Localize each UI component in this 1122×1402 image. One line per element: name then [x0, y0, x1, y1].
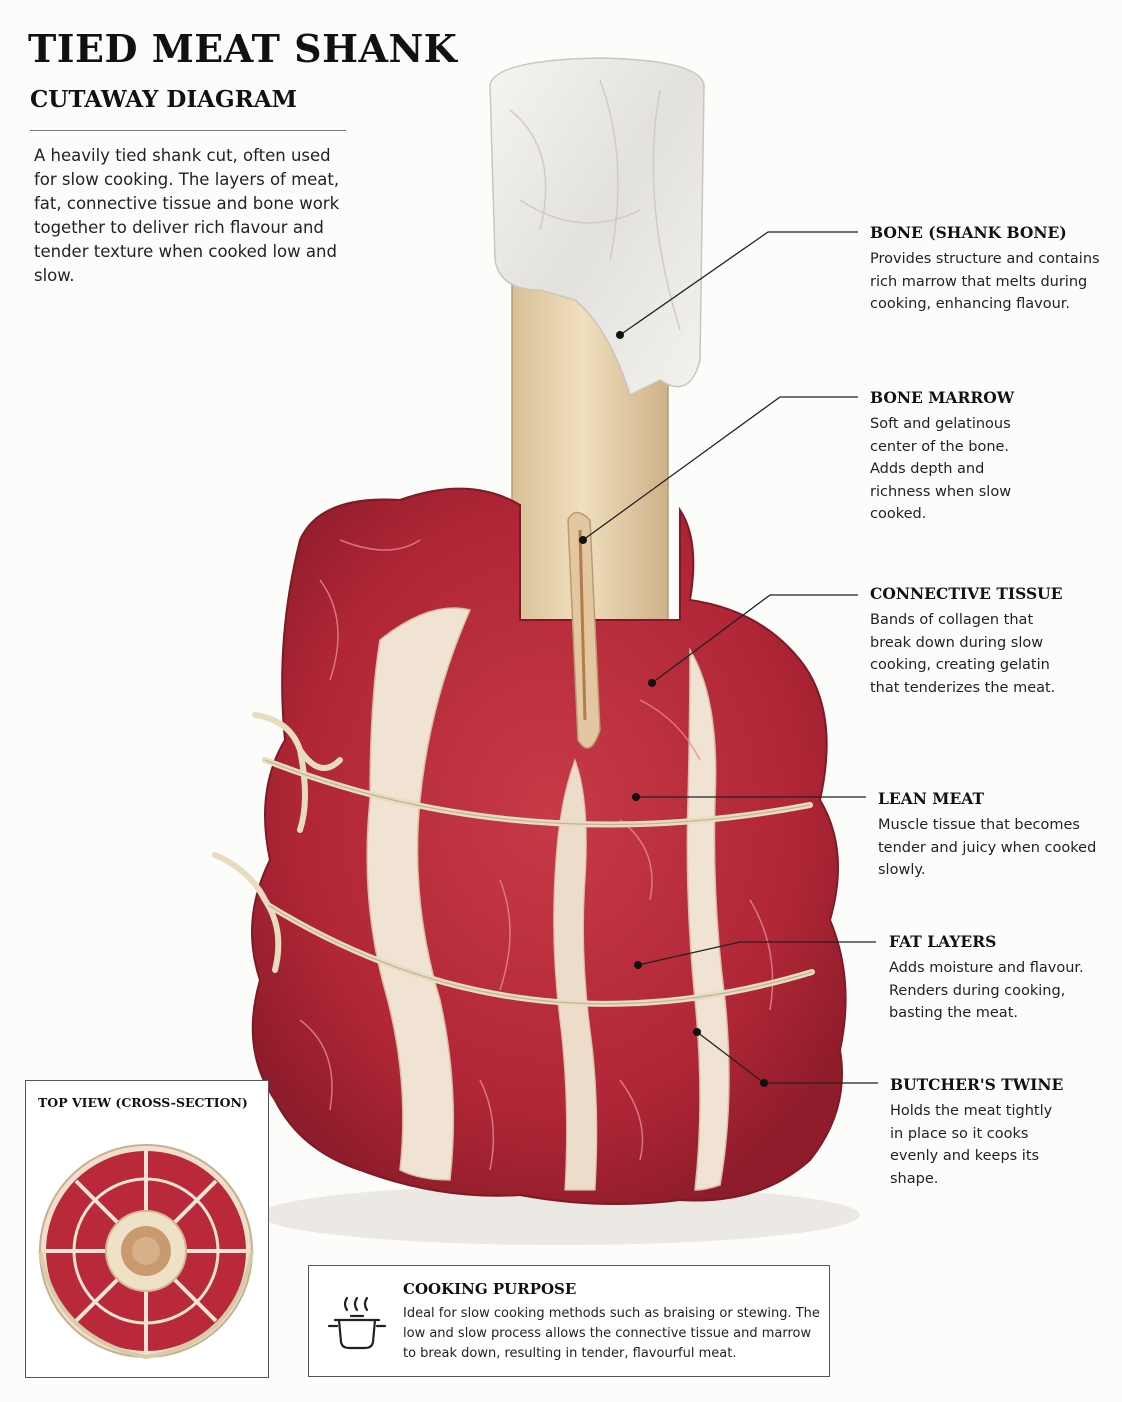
- callout-marrow-text: Soft and gelatinous center of the bone. …: [870, 416, 1012, 522]
- fat-band-mid: [553, 758, 598, 1191]
- intro-text: A heavily tied shank cut, often used for…: [34, 146, 340, 285]
- fat-band-left: [366, 607, 472, 1181]
- callout-lean-title: LEAN MEAT: [878, 789, 984, 808]
- cooking-purpose-title: COOKING PURPOSE: [403, 1280, 577, 1298]
- page-subtitle: CUTAWAY DIAGRAM: [30, 86, 298, 113]
- cross-section-illustration: [38, 1144, 254, 1360]
- cooking-purpose-panel: COOKING PURPOSE Ideal for slow cooking m…: [308, 1265, 830, 1377]
- page-title: TIED MEAT SHANK: [28, 26, 458, 71]
- callout-connective-title: CONNECTIVE TISSUE: [870, 584, 1063, 603]
- leader-bone: [619, 231, 858, 336]
- cooking-pot-icon: [327, 1296, 387, 1350]
- callout-marrow-title: BONE MARROW: [870, 388, 1015, 407]
- top-view-title: TOP VIEW (CROSS-SECTION): [38, 1095, 248, 1110]
- twine-knot-upper: [252, 712, 343, 833]
- callout-twine-title: BUTCHER'S TWINE: [890, 1075, 1064, 1094]
- callout-bone-title: BONE (SHANK BONE): [870, 223, 1067, 242]
- leader-fat: [637, 941, 876, 966]
- callout-fat-text: Adds moisture and flavour. Renders durin…: [889, 960, 1084, 1021]
- cooking-purpose-text: Ideal for slow cooking methods such as b…: [403, 1306, 820, 1361]
- callout-marrow: BONE MARROW Soft and gelatinous center o…: [870, 388, 1110, 526]
- leader-connective: [651, 594, 858, 684]
- leader-marrow: [582, 396, 858, 541]
- title-divider: [30, 130, 346, 131]
- twine-knot-lower: [212, 852, 282, 973]
- callout-fat-title: FAT LAYERS: [889, 932, 997, 951]
- callout-fat: FAT LAYERS Adds moisture and flavour. Re…: [889, 932, 1122, 1025]
- callout-lean: LEAN MEAT Muscle tissue that becomes ten…: [878, 789, 1118, 882]
- top-view-panel: TOP VIEW (CROSS-SECTION): [25, 1080, 269, 1378]
- callout-connective: CONNECTIVE TISSUE Bands of collagen that…: [870, 584, 1110, 699]
- callout-bone-text: Provides structure and contains rich mar…: [870, 251, 1100, 312]
- callout-twine-text: Holds the meat tightly in place so it co…: [890, 1103, 1053, 1187]
- bone-paper-wrap: [489, 57, 705, 397]
- callout-lean-text: Muscle tissue that becomes tender and ju…: [878, 817, 1097, 878]
- callout-bone: BONE (SHANK BONE) Provides structure and…: [870, 223, 1110, 316]
- callout-connective-text: Bands of collagen that break down during…: [870, 612, 1056, 696]
- callout-twine: BUTCHER'S TWINE Holds the meat tightly i…: [890, 1075, 1122, 1190]
